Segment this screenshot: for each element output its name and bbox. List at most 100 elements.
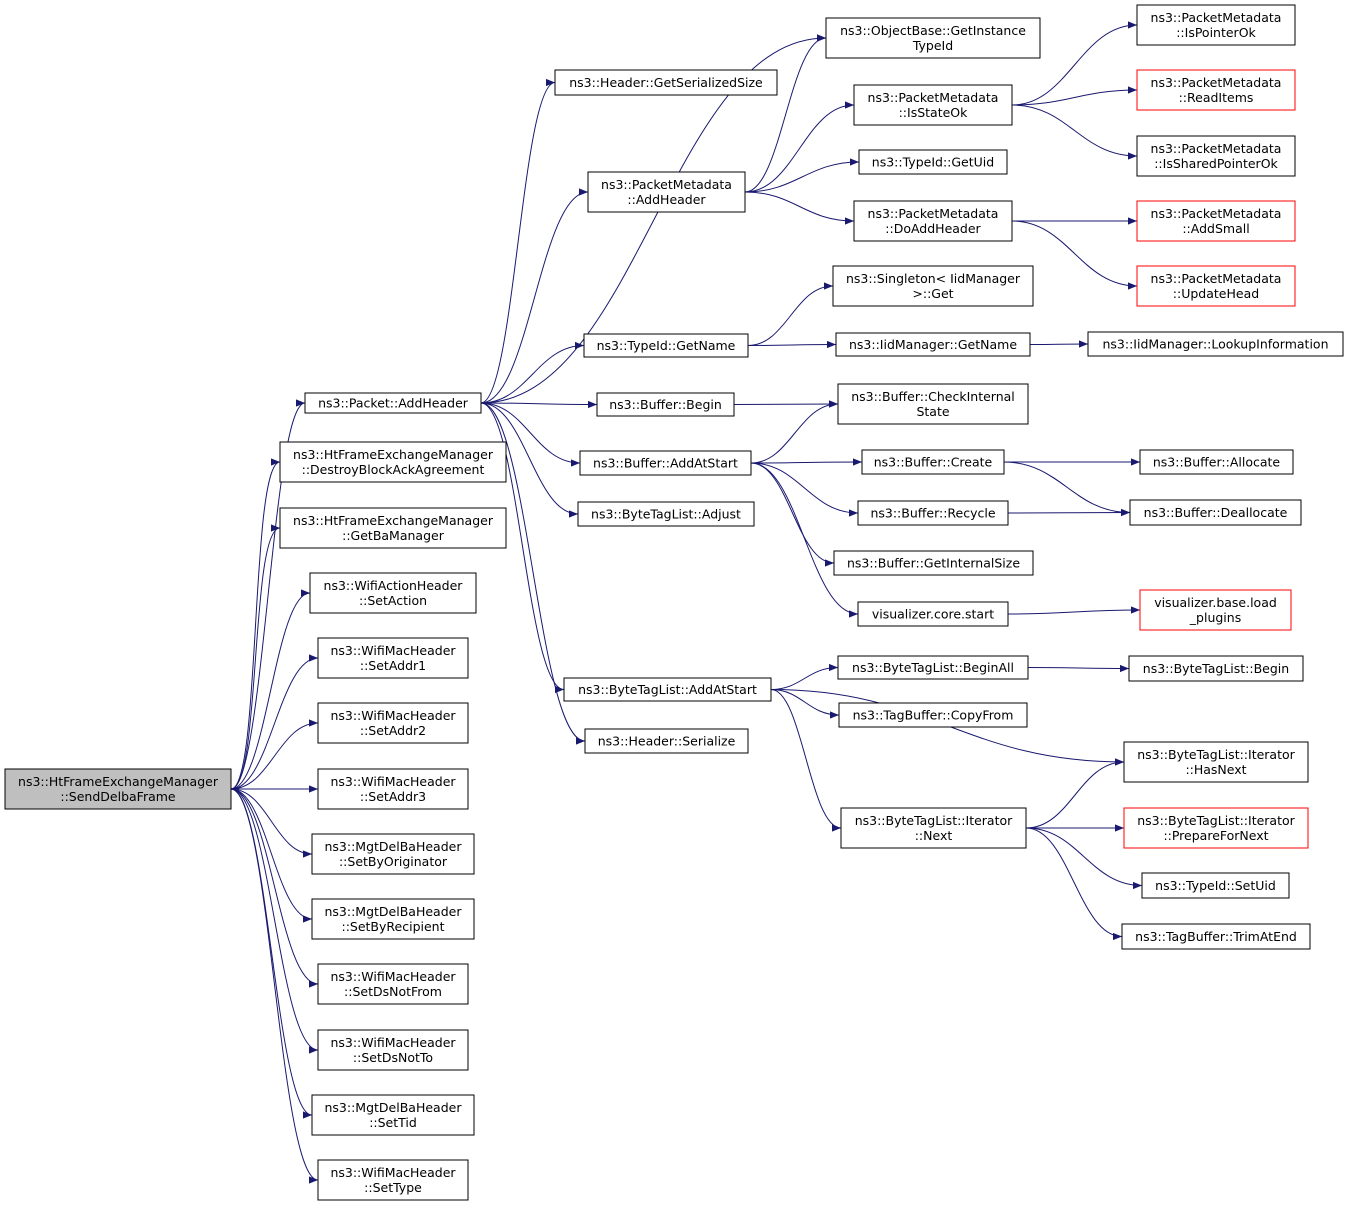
node-label-buffer_checkinternalstate-line-1: State bbox=[916, 404, 949, 419]
node-buffer_create[interactable]: ns3::Buffer::Create bbox=[861, 449, 1005, 475]
node-box-pm_isstateok bbox=[853, 84, 1013, 126]
node-box-setdsnotfrom bbox=[317, 963, 469, 1005]
node-label-buffer_recycle-line-0: ns3::Buffer::Recycle bbox=[870, 506, 995, 521]
node-getbamanager[interactable]: ns3::HtFrameExchangeManager::GetBaManage… bbox=[279, 507, 507, 549]
edge-root-to-setaddr2 bbox=[230, 719, 319, 790]
edge-typeid_getname-to-singleton_get bbox=[747, 282, 834, 346]
node-typeid_getname[interactable]: ns3::TypeId::GetName bbox=[583, 333, 749, 358]
node-label-singleton_get-line-1: >::Get bbox=[912, 286, 953, 301]
node-visualizer_base_load_plugins[interactable]: visualizer.base.load_plugins bbox=[1139, 589, 1292, 631]
node-btl_iterator_next[interactable]: ns3::ByteTagList::Iterator::Next bbox=[840, 807, 1027, 849]
node-iidmanager_getname[interactable]: ns3::IidManager::GetName bbox=[835, 332, 1031, 357]
node-btl_adjust[interactable]: ns3::ByteTagList::Adjust bbox=[577, 501, 755, 527]
edge-root-to-destroyblockack bbox=[230, 458, 281, 790]
node-label-pm_addsmall-line-1: ::AddSmall bbox=[1182, 221, 1249, 236]
edge-visualizer_core_start-to-visualizer_base_load_plugins bbox=[1007, 606, 1141, 615]
node-box-buffer_create bbox=[861, 449, 1005, 475]
node-box-btl_adjust bbox=[577, 501, 755, 527]
node-pm_updatehead[interactable]: ns3::PacketMetadata::UpdateHead bbox=[1136, 265, 1296, 307]
node-pm_doaddheader[interactable]: ns3::PacketMetadata::DoAddHeader bbox=[853, 200, 1013, 242]
node-label-tagbuffer_trimatend-line-0: ns3::TagBuffer::TrimAtEnd bbox=[1135, 929, 1297, 944]
node-buffer_recycle[interactable]: ns3::Buffer::Recycle bbox=[857, 500, 1009, 526]
node-box-buffer_deallocate bbox=[1129, 499, 1302, 526]
node-label-settid-line-0: ns3::MgtDelBaHeader bbox=[325, 1100, 463, 1115]
node-pm_ispointerok[interactable]: ns3::PacketMetadata::IsPointerOk bbox=[1136, 4, 1296, 46]
node-pm_addheader[interactable]: ns3::PacketMetadata::AddHeader bbox=[587, 171, 746, 213]
node-box-getbamanager bbox=[279, 507, 507, 549]
node-tagbuffer_copyfrom[interactable]: ns3::TagBuffer::CopyFrom bbox=[838, 702, 1028, 728]
node-packet_addheader[interactable]: ns3::Packet::AddHeader bbox=[304, 392, 482, 414]
node-label-btl_iterator_hasnext-line-0: ns3::ByteTagList::Iterator bbox=[1137, 747, 1295, 762]
edge-root-to-setdsnotto bbox=[230, 788, 319, 1054]
edge-buffer_addatstart-to-visualizer_core_start bbox=[750, 462, 859, 618]
node-btl_addatstart[interactable]: ns3::ByteTagList::AddAtStart bbox=[563, 677, 772, 702]
edge-buffer_addatstart-to-buffer_recycle bbox=[750, 462, 859, 517]
edge-packet_addheader-to-btl_addatstart bbox=[480, 402, 565, 694]
node-label-setbyrecipient-line-1: ::SetByRecipient bbox=[341, 919, 444, 934]
node-label-destroyblockack-line-1: ::DestroyBlockAckAgreement bbox=[302, 462, 485, 477]
node-pm_readitems[interactable]: ns3::PacketMetadata::ReadItems bbox=[1136, 69, 1296, 111]
node-tagbuffer_trimatend[interactable]: ns3::TagBuffer::TrimAtEnd bbox=[1121, 923, 1311, 950]
node-box-objectbase_getinstancetypeid bbox=[825, 17, 1041, 59]
node-pm_addsmall[interactable]: ns3::PacketMetadata::AddSmall bbox=[1136, 200, 1296, 242]
node-buffer_addatstart[interactable]: ns3::Buffer::AddAtStart bbox=[579, 450, 752, 476]
node-typeid_getuid[interactable]: ns3::TypeId::GetUid bbox=[858, 149, 1008, 175]
node-setdsnotto[interactable]: ns3::WifiMacHeader::SetDsNotTo bbox=[317, 1029, 469, 1071]
node-buffer_allocate[interactable]: ns3::Buffer::Allocate bbox=[1139, 449, 1294, 475]
node-setbyoriginator[interactable]: ns3::MgtDelBaHeader::SetByOriginator bbox=[311, 833, 475, 875]
node-pm_isstateok[interactable]: ns3::PacketMetadata::IsStateOk bbox=[853, 84, 1013, 126]
node-label-visualizer_base_load_plugins-line-1: _plugins bbox=[1189, 610, 1241, 625]
node-label-setaction-line-0: ns3::WifiActionHeader bbox=[324, 578, 464, 593]
node-label-setaddr2-line-0: ns3::WifiMacHeader bbox=[330, 708, 456, 723]
node-header_getserializedsize[interactable]: ns3::Header::GetSerializedSize bbox=[554, 69, 778, 96]
node-setbyrecipient[interactable]: ns3::MgtDelBaHeader::SetByRecipient bbox=[311, 898, 475, 940]
node-setdsnotfrom[interactable]: ns3::WifiMacHeader::SetDsNotFrom bbox=[317, 963, 469, 1005]
node-settid[interactable]: ns3::MgtDelBaHeader::SetTid bbox=[311, 1094, 475, 1136]
node-singleton_get[interactable]: ns3::Singleton< IidManager>::Get bbox=[832, 265, 1034, 307]
node-buffer_deallocate[interactable]: ns3::Buffer::Deallocate bbox=[1129, 499, 1302, 526]
node-box-settype bbox=[317, 1159, 469, 1201]
edge-pm_isstateok-to-pm_issharedpointerok bbox=[1011, 104, 1138, 160]
node-setaddr1[interactable]: ns3::WifiMacHeader::SetAddr1 bbox=[317, 637, 469, 679]
node-label-buffer_checkinternalstate-line-0: ns3::Buffer::CheckInternal bbox=[851, 389, 1015, 404]
edge-buffer_recycle-to-buffer_deallocate bbox=[1007, 508, 1131, 517]
node-settype[interactable]: ns3::WifiMacHeader::SetType bbox=[317, 1159, 469, 1201]
node-setaddr2[interactable]: ns3::WifiMacHeader::SetAddr2 bbox=[317, 702, 469, 744]
edge-pm_addheader-to-pm_isstateok bbox=[744, 101, 855, 193]
node-box-pm_issharedpointerok bbox=[1136, 135, 1296, 177]
node-setaction[interactable]: ns3::WifiActionHeader::SetAction bbox=[309, 572, 477, 614]
node-pm_issharedpointerok[interactable]: ns3::PacketMetadata::IsSharedPointerOk bbox=[1136, 135, 1296, 177]
node-btl_beginall[interactable]: ns3::ByteTagList::BeginAll bbox=[837, 655, 1029, 680]
node-label-pm_doaddheader-line-1: ::DoAddHeader bbox=[885, 221, 981, 236]
node-destroyblockack[interactable]: ns3::HtFrameExchangeManager::DestroyBloc… bbox=[279, 441, 507, 483]
node-box-header_serialize bbox=[584, 728, 749, 754]
node-label-typeid_getname-line-0: ns3::TypeId::GetName bbox=[597, 338, 736, 353]
node-box-setaddr1 bbox=[317, 637, 469, 679]
node-buffer_getinternalsize[interactable]: ns3::Buffer::GetInternalSize bbox=[833, 550, 1034, 576]
node-label-root-line-1: ::SendDelbaFrame bbox=[60, 789, 176, 804]
node-buffer_begin[interactable]: ns3::Buffer::Begin bbox=[596, 392, 735, 417]
edge-root-to-setaddr1 bbox=[230, 654, 319, 790]
node-label-getbamanager-line-0: ns3::HtFrameExchangeManager bbox=[293, 513, 494, 528]
edge-packet_addheader-to-header_serialize bbox=[480, 402, 586, 745]
node-label-getbamanager-line-1: ::GetBaManager bbox=[342, 528, 445, 543]
node-btl_iterator_preparefornext[interactable]: ns3::ByteTagList::Iterator::PrepareForNe… bbox=[1123, 807, 1309, 849]
node-label-pm_readitems-line-1: ::ReadItems bbox=[1179, 90, 1254, 105]
edge-packet_addheader-to-btl_adjust bbox=[480, 402, 579, 518]
node-header_serialize[interactable]: ns3::Header::Serialize bbox=[584, 728, 749, 754]
node-setaddr3[interactable]: ns3::WifiMacHeader::SetAddr3 bbox=[317, 768, 469, 810]
node-label-pm_isstateok-line-1: ::IsStateOk bbox=[899, 105, 969, 120]
node-btl_iterator_hasnext[interactable]: ns3::ByteTagList::Iterator::HasNext bbox=[1123, 741, 1309, 783]
node-iidmanager_lookupinformation[interactable]: ns3::IidManager::LookupInformation bbox=[1087, 331, 1344, 357]
node-label-pm_issharedpointerok-line-1: ::IsSharedPointerOk bbox=[1154, 156, 1278, 171]
edge-buffer_begin-to-buffer_checkinternalstate bbox=[733, 400, 839, 408]
node-box-setaddr2 bbox=[317, 702, 469, 744]
node-label-objectbase_getinstancetypeid-line-1: TypeId bbox=[912, 38, 953, 53]
node-btl_begin[interactable]: ns3::ByteTagList::Begin bbox=[1128, 655, 1304, 682]
node-root[interactable]: ns3::HtFrameExchangeManager::SendDelbaFr… bbox=[4, 768, 232, 810]
node-visualizer_core_start[interactable]: visualizer.core.start bbox=[857, 601, 1009, 627]
node-typeid_setuid[interactable]: ns3::TypeId::SetUid bbox=[1141, 872, 1290, 899]
node-box-iidmanager_lookupinformation bbox=[1087, 331, 1344, 357]
